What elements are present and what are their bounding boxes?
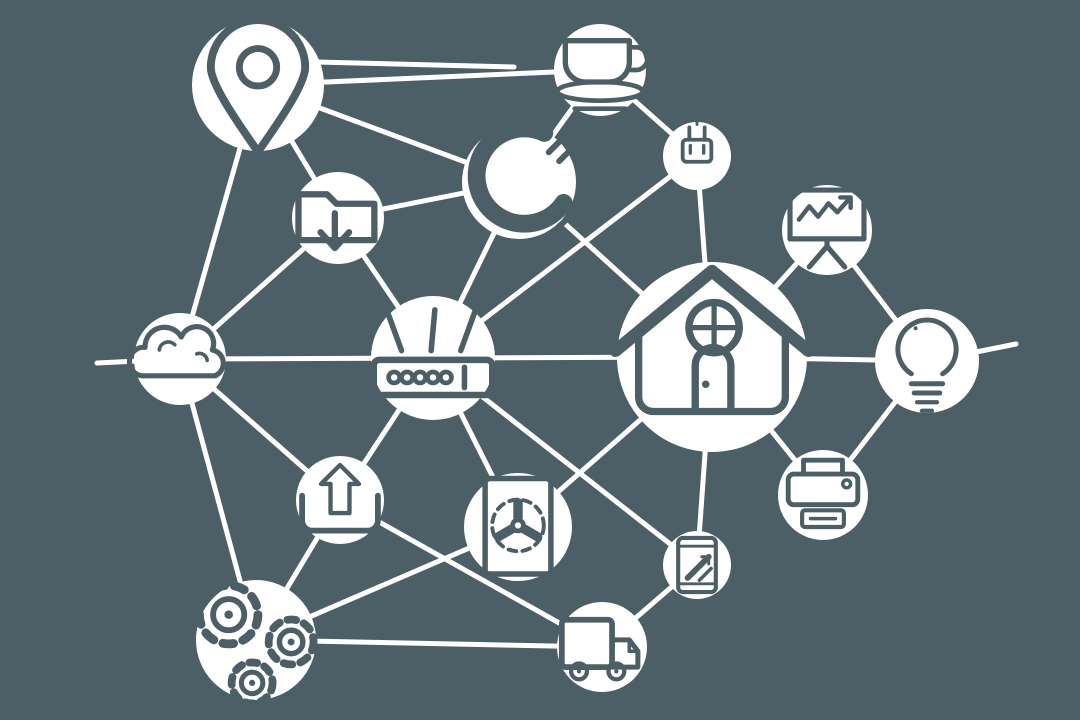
node-plug	[663, 117, 731, 190]
connection-uploadtray-truck	[337, 497, 605, 650]
smart-home-icon	[609, 264, 815, 416]
node-truck	[557, 602, 647, 692]
power-plug-icon	[680, 117, 714, 164]
node-printer	[778, 450, 868, 540]
presentation-chart-icon	[787, 187, 867, 270]
node-circle-fan	[464, 473, 572, 581]
node-folder	[292, 172, 384, 264]
node-circle-coffee	[554, 24, 646, 116]
node-bulb	[875, 309, 979, 413]
node-circle-house	[617, 262, 807, 452]
delivery-truck-icon	[558, 616, 641, 682]
phone-handset-icon	[467, 119, 581, 233]
node-circle-gears	[196, 580, 316, 700]
ventilation-fan-icon	[482, 475, 554, 577]
gears-icon	[195, 580, 318, 708]
node-uploadtray	[296, 456, 384, 544]
node-circle-bulb	[875, 309, 979, 413]
coffee-cup-icon	[554, 37, 650, 112]
node-house	[609, 262, 815, 452]
node-pin	[192, 16, 324, 156]
smartphone-icon	[676, 535, 718, 595]
light-bulb-icon	[895, 317, 959, 413]
download-folder-icon	[295, 191, 378, 252]
node-handset	[462, 119, 581, 239]
node-smartphone	[663, 531, 731, 599]
location-pin-icon	[206, 16, 310, 156]
wifi-router-icon	[370, 307, 496, 399]
node-router	[370, 296, 496, 420]
upload-tray-icon	[299, 462, 381, 534]
node-coffee	[554, 24, 650, 116]
node-gears	[195, 580, 318, 708]
node-presentation	[782, 185, 872, 275]
cloud-icon	[126, 324, 226, 379]
node-cloud	[126, 313, 226, 405]
pin-coffee-second-line	[313, 59, 517, 70]
node-circle-uploadtray	[296, 456, 384, 544]
node-circle-presentation	[782, 185, 872, 275]
bulb-right-stub	[973, 341, 1019, 355]
node-fan	[464, 473, 572, 581]
node-circle-cloud	[134, 313, 226, 405]
node-circle-plug	[663, 122, 731, 190]
printer-icon	[785, 457, 861, 530]
